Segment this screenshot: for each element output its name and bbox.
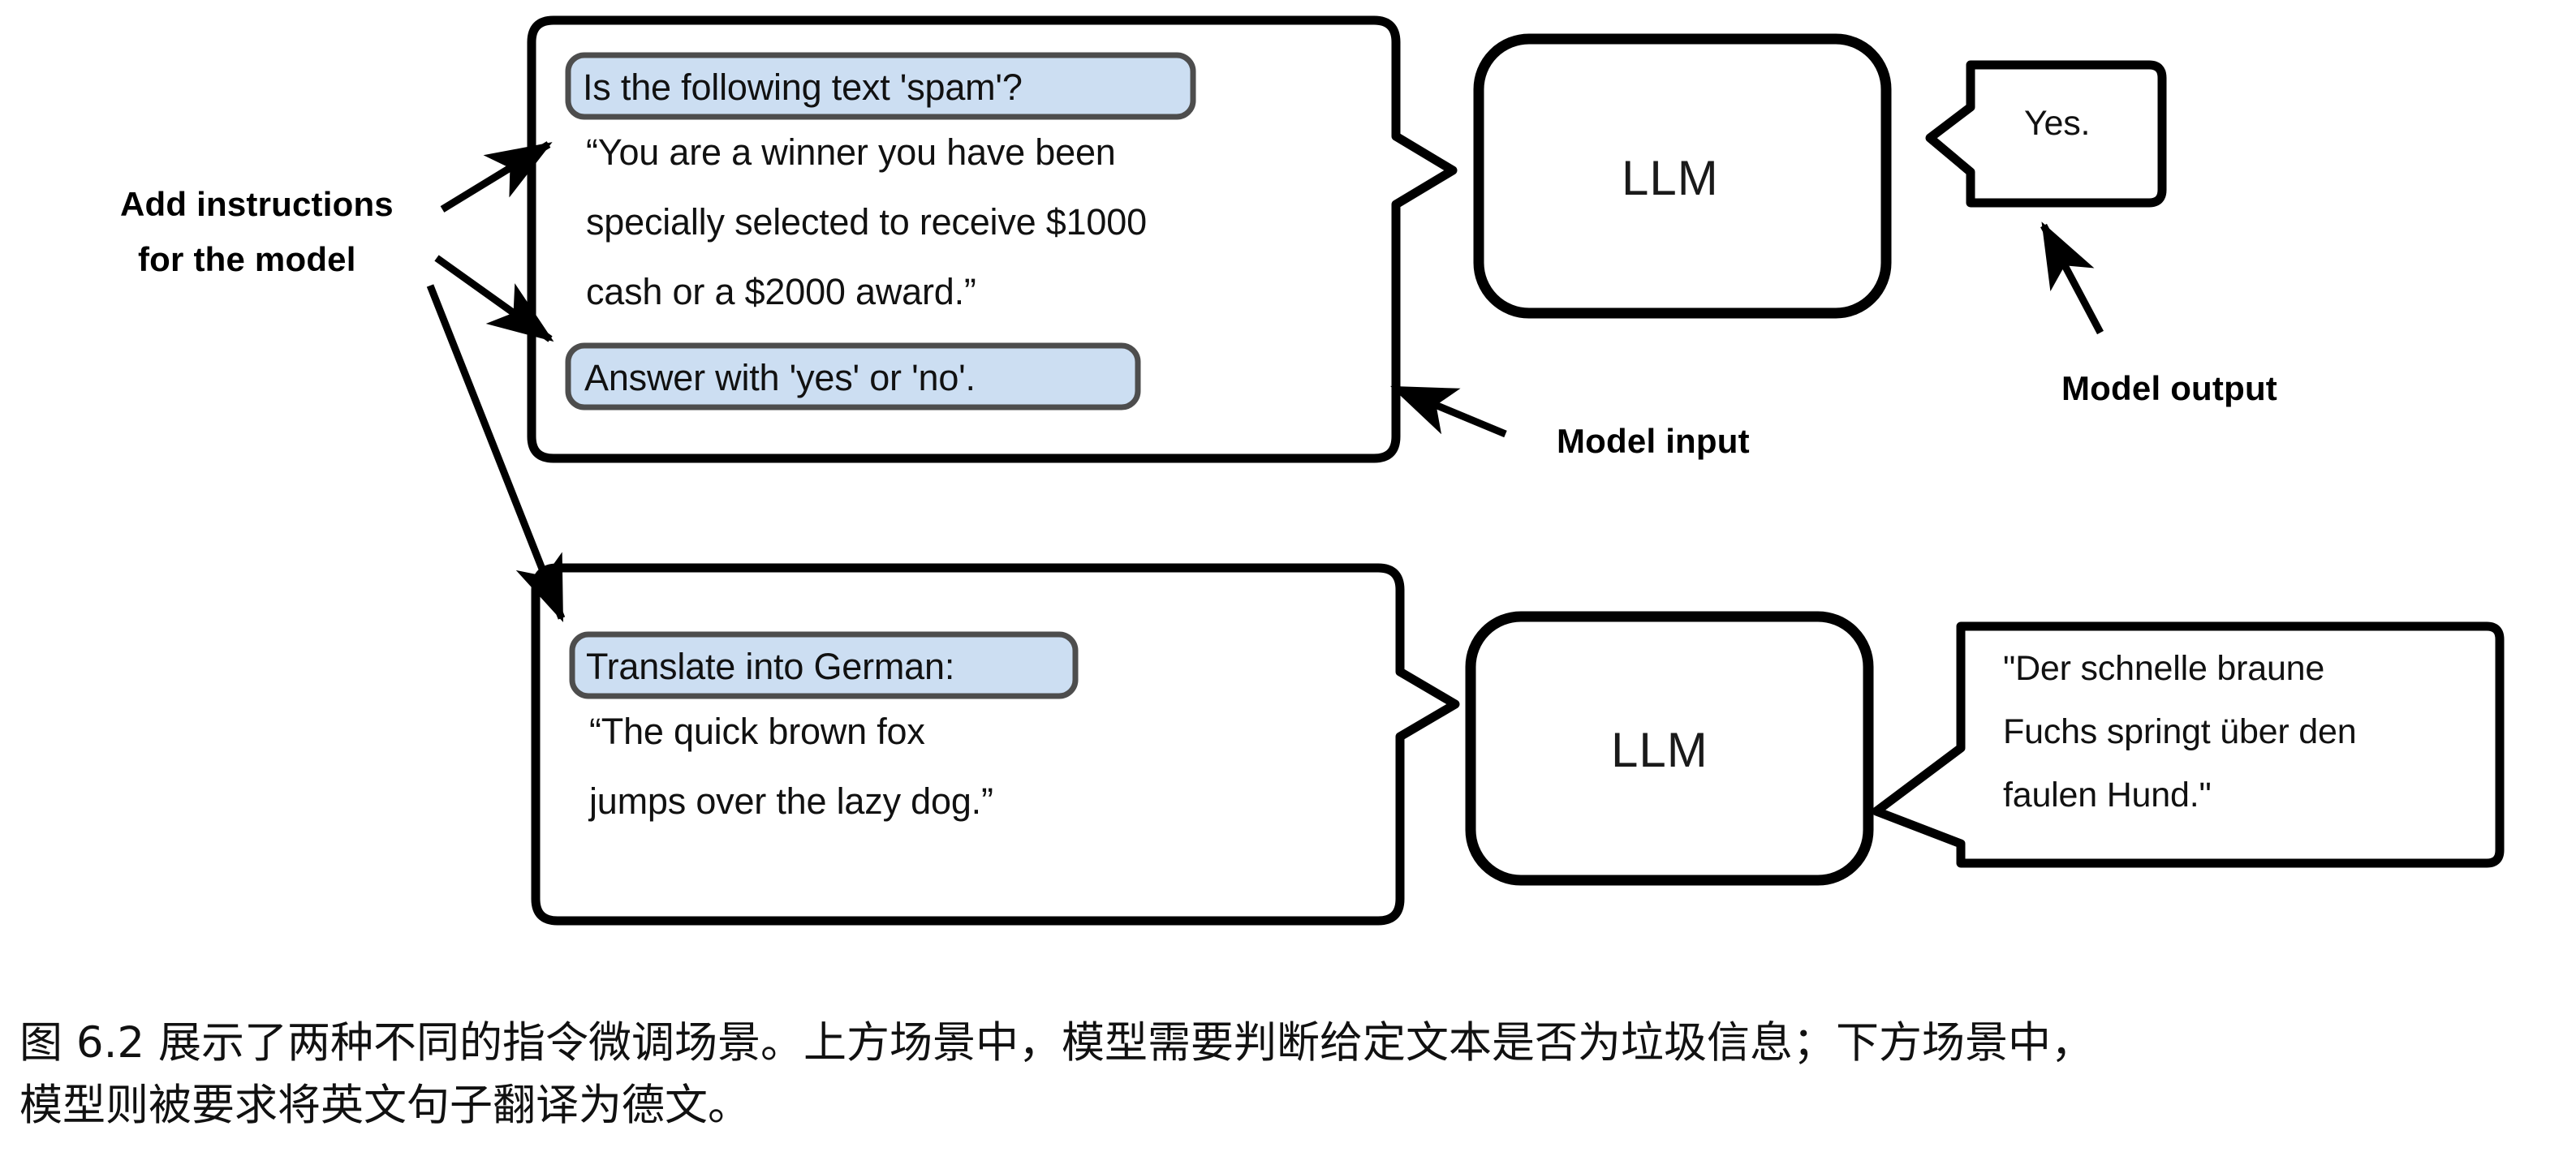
instruction-pill-1-top	[565, 52, 1196, 120]
llm-box-2	[1465, 611, 1874, 886]
arrow-model-input	[1390, 384, 1507, 438]
model-output-line-2-3: faulen Hund."	[2003, 776, 2212, 815]
input-body-line-1-2: specially selected to receive $1000	[586, 201, 1147, 243]
input-body-line-1-1: “You are a winner you have been	[586, 131, 1116, 173]
arrow-instructions-to-pill-2	[426, 284, 566, 623]
instruction-label-1-top: Is the following text 'spam'?	[583, 67, 1023, 108]
add-instructions-label-line2: for the model	[138, 240, 356, 278]
instruction-pill-2-top	[569, 631, 1079, 699]
arrow-instructions-to-pill-1-bottom	[434, 255, 554, 342]
figure-caption-line-1: 图 6.2 展示了两种不同的指令微调场景。上方场景中，模型需要判断给定文本是否为…	[19, 1018, 2094, 1068]
instruction-pill-1-bottom	[565, 342, 1141, 411]
model-output-bubble-1	[1925, 60, 2167, 208]
model-output-bubble-2	[1872, 621, 2505, 868]
model-output-line-2-2: Fuchs springt über den	[2003, 712, 2357, 751]
input-body-line-1-3: cash or a $2000 award.”	[586, 271, 976, 312]
model-output-line-1-1: Yes.	[2024, 104, 2091, 143]
input-body-line-2-1: “The quick brown fox	[589, 711, 925, 752]
figure-caption-line-2: 模型则被要求将英文句子翻译为德文。	[19, 1081, 751, 1130]
instruction-label-2-top: Translate into German:	[586, 646, 955, 687]
arrow-instructions-to-pill-1-top	[440, 141, 553, 213]
llm-box-1	[1473, 33, 1892, 319]
llm-label-2: LLM	[1611, 723, 1708, 777]
add-instructions-label-line1: Add instructions	[120, 185, 394, 223]
model-input-label: Model input	[1557, 422, 1750, 460]
instruction-label-1-bottom: Answer with 'yes' or 'no'.	[584, 357, 976, 398]
input-body-line-2-2: jumps over the lazy dog.”	[589, 780, 993, 822]
model-output-label: Model output	[2061, 369, 2277, 407]
model-output-line-2-1: "Der schnelle braune	[2003, 649, 2325, 688]
llm-label-1: LLM	[1622, 151, 1719, 205]
arrow-model-output	[2040, 221, 2104, 335]
